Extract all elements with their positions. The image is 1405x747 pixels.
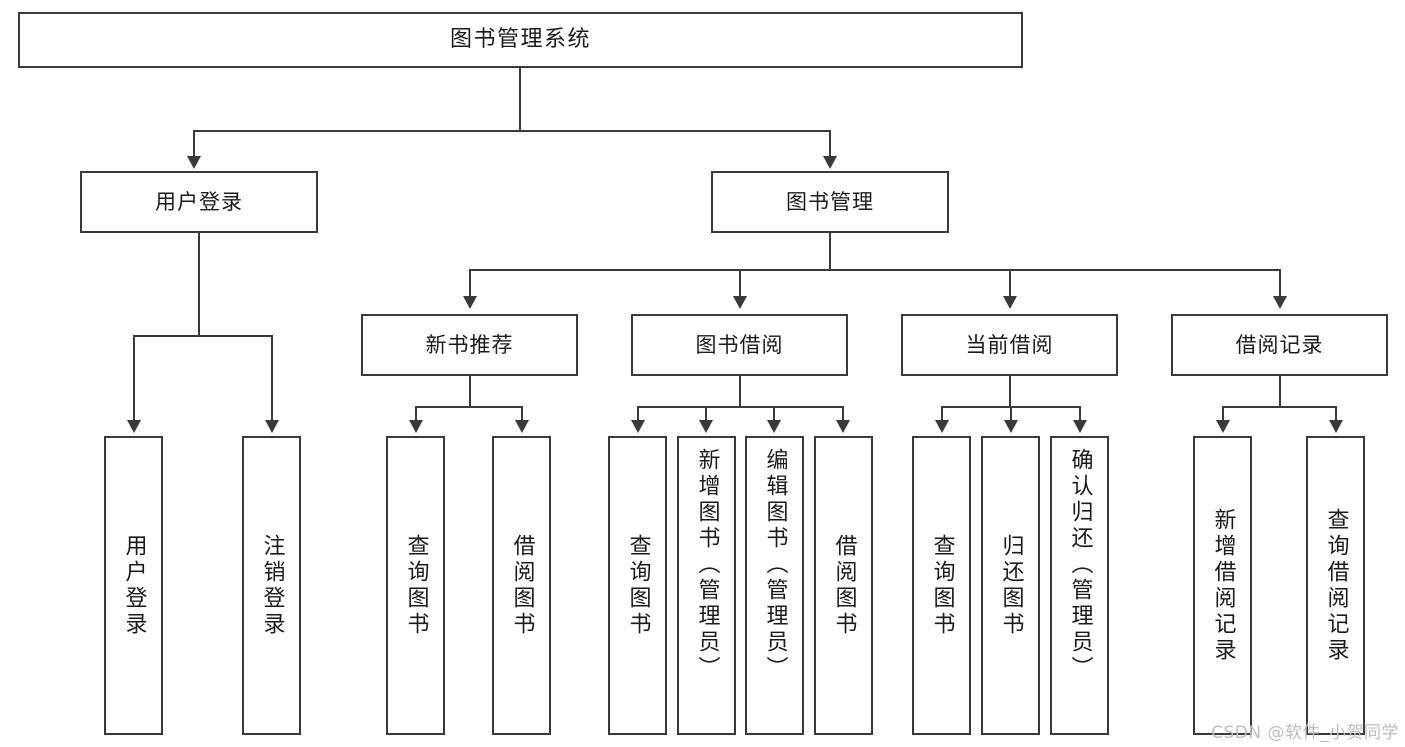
node-label: 借阅图书 [509,533,535,638]
connector-cb-drop-1 [941,406,943,421]
connector-nbr-bus [415,406,523,408]
leaf-bb-edit-book-admin[interactable]: 编辑图书（管理员） [745,436,804,735]
arrowhead-bb-leaf-1 [631,420,645,433]
connector-user-login-drop-1 [133,335,135,421]
node-label: 归还图书 [998,533,1024,638]
connector-cb-drop-3 [1079,406,1081,421]
node-label: 查询借阅记录 [1323,507,1349,664]
node-current-borrow[interactable]: 当前借阅 [901,314,1118,376]
node-label: 新增图书（管理员） [694,448,720,682]
arrowhead-br-leaf-2 [1329,420,1343,433]
arrowhead-leaf-user-login [127,420,141,433]
node-root-book-management-system[interactable]: 图书管理系统 [18,12,1023,68]
leaf-cb-query-book[interactable]: 查询图书 [912,436,971,735]
node-book-borrow[interactable]: 图书借阅 [631,314,848,376]
arrowhead-user-login [187,156,201,169]
node-label: 图书借阅 [695,332,784,357]
connector-br-bus [1222,406,1337,408]
leaf-cb-confirm-return-admin[interactable]: 确认归还（管理员） [1050,436,1109,735]
arrowhead-book-borrow [733,296,747,309]
node-label: 确认归还（管理员） [1067,448,1093,682]
connector-nbr-stem [469,376,471,408]
arrowhead-borrow-record [1273,296,1287,309]
node-label: 新增借阅记录 [1210,507,1236,664]
connector-book-management-bus [469,269,1281,271]
node-label: 查询图书 [403,533,429,638]
arrowhead-new-book-recommend [463,296,477,309]
arrowhead-bb-leaf-3 [767,420,781,433]
leaf-br-add-record[interactable]: 新增借阅记录 [1193,436,1252,735]
node-label: 借阅图书 [831,533,857,638]
connector-nbr-drop-1 [415,406,417,421]
watermark-text: CSDN @软件_小贺同学 [1211,723,1399,743]
arrowhead-cb-leaf-2 [1004,420,1018,433]
node-label: 注销登录 [259,533,285,638]
connector-cb-drop-2 [1010,406,1012,421]
connector-user-login-bus [133,335,272,337]
connector-bm-drop-3 [1009,269,1011,297]
connector-root-stem [519,68,521,130]
node-label: 图书管理系统 [449,27,591,53]
leaf-bb-add-book-admin[interactable]: 新增图书（管理员） [677,436,736,735]
node-label: 当前借阅 [965,332,1054,357]
connector-bb-drop-2 [705,406,707,421]
connector-cb-stem [1009,376,1011,408]
connector-root-to-book-management [829,130,831,158]
arrowhead-nbr-leaf-1 [409,420,423,433]
connector-nbr-drop-2 [521,406,523,421]
arrowhead-leaf-logout [265,420,279,433]
arrowhead-br-leaf-1 [1216,420,1230,433]
arrowhead-bb-leaf-2 [699,420,713,433]
node-label: 编辑图书（管理员） [762,448,788,682]
connector-br-drop-1 [1222,406,1224,421]
node-label: 新书推荐 [425,332,514,357]
connector-root-to-user-login [193,130,195,158]
connector-bb-drop-4 [842,406,844,421]
leaf-br-query-record[interactable]: 查询借阅记录 [1306,436,1365,735]
node-label: 图书管理 [786,189,874,214]
arrowhead-cb-leaf-3 [1073,420,1087,433]
node-borrow-record[interactable]: 借阅记录 [1171,314,1388,376]
connector-bm-drop-2 [739,269,741,297]
arrowhead-bb-leaf-4 [836,420,850,433]
connector-bb-drop-1 [637,406,639,421]
connector-br-stem [1279,376,1281,408]
node-label: 用户登录 [121,533,147,638]
arrowhead-book-management [823,156,837,169]
connector-book-management-stem [829,233,831,271]
connector-bb-stem [739,376,741,408]
connector-br-drop-2 [1335,406,1337,421]
leaf-bb-query-book[interactable]: 查询图书 [608,436,667,735]
node-user-login[interactable]: 用户登录 [80,171,318,233]
connector-bb-bus [637,406,844,408]
leaf-cb-return-book[interactable]: 归还图书 [981,436,1040,735]
leaf-nbr-query-book[interactable]: 查询图书 [386,436,445,735]
node-new-book-recommend[interactable]: 新书推荐 [361,314,578,376]
node-label: 用户登录 [155,189,243,214]
connector-user-login-stem [198,233,200,337]
leaf-logout[interactable]: 注销登录 [242,436,301,735]
connector-user-login-drop-2 [271,335,273,421]
node-book-management[interactable]: 图书管理 [711,171,949,233]
arrowhead-nbr-leaf-2 [515,420,529,433]
connector-bm-drop-1 [469,269,471,297]
node-label: 查询图书 [929,533,955,638]
arrowhead-current-borrow [1003,296,1017,309]
connector-bb-drop-3 [773,406,775,421]
arrowhead-cb-leaf-1 [935,420,949,433]
connector-bm-drop-4 [1279,269,1281,297]
leaf-nbr-borrow-book[interactable]: 借阅图书 [492,436,551,735]
connector-root-bus [193,130,831,132]
node-label: 查询图书 [625,533,651,638]
leaf-bb-borrow-book[interactable]: 借阅图书 [814,436,873,735]
leaf-user-login[interactable]: 用户登录 [104,436,163,735]
node-label: 借阅记录 [1235,332,1324,357]
